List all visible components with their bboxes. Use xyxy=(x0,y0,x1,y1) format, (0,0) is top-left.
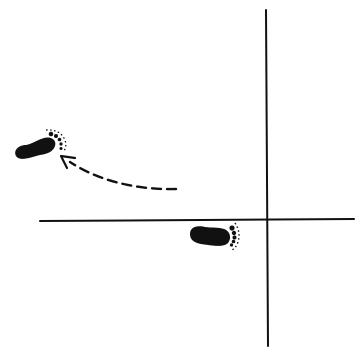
horizontal-axis xyxy=(40,219,354,221)
end-footprint-icon xyxy=(15,130,66,159)
dashed-arrow xyxy=(61,156,176,189)
axes xyxy=(40,10,354,346)
start-footprint-icon xyxy=(190,223,239,250)
arrowhead-icon xyxy=(61,156,75,168)
vertical-axis xyxy=(266,10,268,346)
